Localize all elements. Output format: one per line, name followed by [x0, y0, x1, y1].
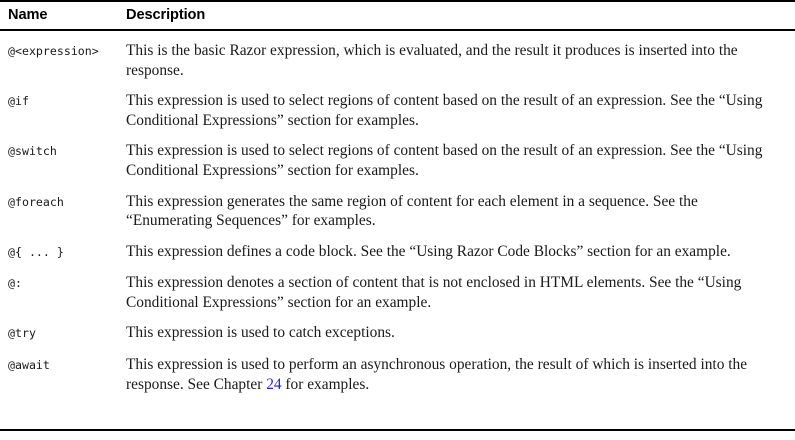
cell-name: @:	[8, 276, 22, 291]
cell-description: This expression is used to select region…	[126, 92, 763, 129]
column-header-description: Description	[126, 1, 795, 31]
cell-description: This expression is used to select region…	[126, 142, 763, 179]
table-row: @await This expression is used to perfor…	[0, 345, 795, 403]
cell-name: @await	[8, 357, 50, 372]
cell-name: @<expression>	[8, 44, 99, 58]
cell-name: @switch	[8, 144, 57, 159]
table-row: @switch This expression is used to selec…	[0, 131, 795, 181]
chapter-reference-link[interactable]: 24	[266, 375, 282, 393]
cell-name: @try	[8, 326, 36, 341]
cell-description: This expression denotes a section of con…	[126, 274, 742, 311]
cell-name: @if	[8, 94, 29, 109]
table-row: @try This expression is used to catch ex…	[0, 313, 795, 345]
cell-name: @{ ... }	[8, 244, 64, 259]
table-body: @<expression> This is the basic Razor ex…	[0, 30, 795, 403]
table-row: @if This expression is used to select re…	[0, 81, 795, 131]
table-row: @foreach This expression generates the s…	[0, 182, 795, 232]
description-text-before-link: This expression is used to perform an as…	[126, 355, 748, 393]
razor-expressions-table: Name Description @<expression> This is t…	[0, 0, 795, 403]
table-row: @: This expression denotes a section of …	[0, 263, 795, 313]
cell-description: This is the basic Razor expression, whic…	[126, 42, 738, 79]
cell-description: This expression is used to perform an as…	[126, 345, 795, 403]
table-header: Name Description	[0, 1, 795, 31]
cell-description: This expression is used to catch excepti…	[126, 324, 395, 342]
table-bottom-rule	[0, 429, 795, 431]
table-row: @{ ... } This expression defines a code …	[0, 232, 795, 264]
table-row: @<expression> This is the basic Razor ex…	[0, 30, 795, 81]
description-text-after-link: for examples.	[281, 375, 370, 393]
cell-description: This expression generates the same regio…	[126, 192, 698, 230]
cell-description: This expression defines a code block. Se…	[126, 242, 731, 260]
column-header-name: Name	[0, 1, 126, 31]
cell-name: @foreach	[8, 194, 64, 209]
table-header-row: Name Description	[0, 1, 795, 31]
